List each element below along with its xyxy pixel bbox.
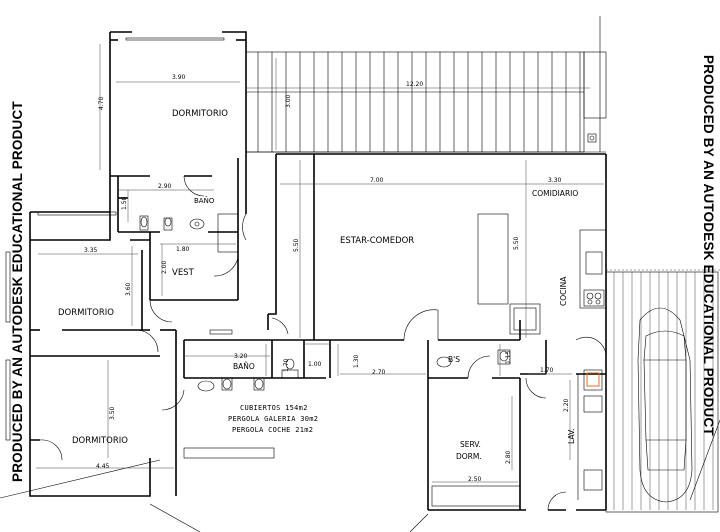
area-note-pergola-galeria: PERGOLA GALERIA 30m2	[228, 415, 318, 423]
dim-label: 2.70	[372, 369, 386, 376]
dim-label: 1.70	[540, 367, 554, 374]
dimension-lines	[36, 44, 604, 483]
room-label-dormitorio-top: DORMITORIO	[172, 109, 228, 119]
dim-label: 2.50	[468, 476, 482, 483]
room-label-comidiario: COMIDIARIO	[532, 189, 578, 198]
carport	[599, 16, 720, 513]
dim-label: 7.00	[370, 177, 384, 184]
room-label-bano-small: BAÑO	[194, 196, 215, 205]
watermark-left: PRODUCED BY AN AUTODESK EDUCATIONAL PROD…	[10, 101, 25, 482]
dim-label: 3.20	[234, 353, 248, 360]
dim-label: 1.50	[121, 196, 128, 210]
room-label-serv: SERV.	[460, 440, 481, 449]
room-label-dormitorio-bottom: DORMITORIO	[72, 436, 128, 446]
dim-label: 3.50	[109, 406, 116, 420]
room-label-bs: B'S	[448, 355, 460, 364]
dim-label: 3.60	[125, 282, 132, 296]
fixtures	[139, 213, 521, 507]
room-label-vest: VEST	[172, 268, 195, 278]
dim-label: 3.35	[84, 247, 98, 254]
dim-label: 5.50	[293, 238, 300, 252]
landscape-line	[0, 459, 161, 499]
room-label-estar-comedor: ESTAR-COMEDOR	[340, 236, 414, 246]
pergola-galeria	[245, 51, 607, 153]
dim-label: 3.90	[172, 74, 186, 81]
walls	[5, 31, 607, 511]
dim-label: 12.20	[406, 81, 423, 88]
area-note-cubiertos: CUBIERTOS 154m2	[240, 404, 308, 412]
dim-label: 2.80	[505, 450, 512, 464]
room-label-lav: LAV.	[567, 428, 576, 444]
car-outline	[637, 307, 693, 503]
room-label-dormitorio-mid: DORMITORIO	[58, 308, 114, 318]
dim-label: 1.30	[353, 354, 360, 368]
dim-label: 3.00	[285, 94, 292, 108]
dim-label: 1.00	[308, 361, 322, 368]
room-label-dorm: DORM.	[456, 452, 482, 461]
dim-label: 2.90	[158, 183, 172, 190]
dim-label: 2.00	[161, 260, 168, 274]
dim-label: 4.45	[96, 463, 110, 470]
room-label-cocina: COCINA	[559, 276, 568, 306]
dim-label: 5.50	[513, 236, 520, 250]
area-note-pergola-coche: PERGOLA COCHE 21m2	[232, 426, 313, 434]
watermark-right: PRODUCED BY AN AUTODESK EDUCATIONAL PROD…	[701, 55, 716, 436]
dim-label: 1.15	[505, 350, 512, 364]
doors	[39, 175, 607, 511]
room-label-bano-center: BAÑO	[233, 362, 255, 371]
dim-label: 1.80	[176, 246, 190, 253]
dim-label: 1.70	[283, 358, 290, 372]
dim-label: 3.30	[548, 177, 562, 184]
dim-label: 2.20	[563, 398, 570, 412]
dim-label: 4.70	[98, 96, 105, 110]
